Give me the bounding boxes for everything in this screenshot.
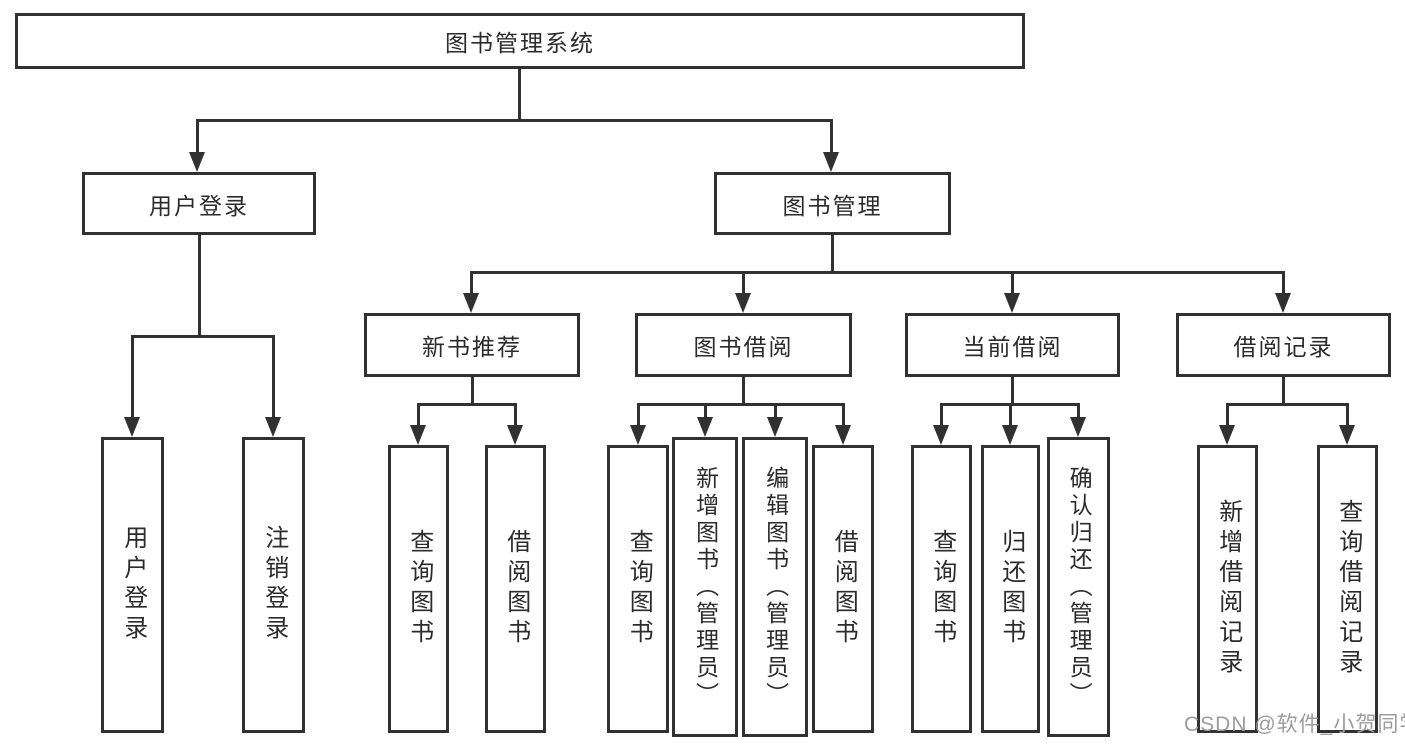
- node-confirm-return-admin: 确认归还（管理员）: [1047, 437, 1110, 737]
- connector-line: [742, 271, 745, 295]
- connector-line: [417, 403, 420, 427]
- node-label: 新增图书（管理员）: [692, 465, 719, 709]
- arrow-down-icon: [1339, 425, 1355, 445]
- node-label: 图书借阅: [693, 334, 794, 360]
- arrow-down-icon: [1219, 425, 1235, 445]
- node-edit-book-admin: 编辑图书（管理员）: [742, 437, 808, 737]
- node-book-borrowing: 图书借阅: [635, 313, 852, 377]
- arrow-down-icon: [823, 152, 839, 172]
- arrow-down-icon: [630, 425, 646, 445]
- connector-line: [1226, 403, 1349, 406]
- arrow-down-icon: [767, 417, 783, 437]
- arrow-down-icon: [1004, 293, 1020, 313]
- node-label: 借阅记录: [1233, 334, 1334, 360]
- connector-line: [1077, 403, 1080, 419]
- node-library-management-system: 图书管理系统: [15, 13, 1025, 69]
- connector-line: [637, 403, 640, 427]
- node-label: 归还图书: [997, 529, 1025, 649]
- node-user-login: 用户登录: [82, 172, 316, 235]
- node-label: 图书管理系统: [445, 30, 595, 56]
- arrow-down-icon: [410, 425, 426, 445]
- connector-line: [470, 271, 1285, 274]
- connector-line: [471, 377, 474, 406]
- connector-line: [272, 335, 275, 419]
- connector-line: [470, 271, 473, 295]
- arrow-down-icon: [735, 293, 751, 313]
- connector-line: [1282, 377, 1285, 406]
- node-book-management: 图书管理: [714, 172, 951, 235]
- connector-line: [940, 403, 943, 427]
- connector-line: [1346, 403, 1349, 427]
- node-label: 注销登录: [260, 525, 288, 645]
- node-new-book-recommend: 新书推荐: [364, 313, 580, 377]
- node-logout-leaf: 注销登录: [242, 437, 305, 733]
- connector-line: [1011, 271, 1014, 295]
- connector-line: [842, 403, 845, 427]
- connector-line: [196, 119, 833, 122]
- node-label: 查询借阅记录: [1334, 499, 1362, 679]
- node-borrow-books: 借阅图书: [485, 445, 546, 733]
- connector-line: [417, 403, 517, 406]
- node-borrow-books: 借阅图书: [812, 445, 874, 733]
- node-label: 图书管理: [782, 192, 883, 219]
- connector-line: [704, 403, 707, 419]
- arrow-down-icon: [463, 293, 479, 313]
- node-label: 用户登录: [119, 525, 147, 645]
- node-label: 用户登录: [149, 192, 249, 219]
- arrow-down-icon: [1070, 417, 1086, 437]
- csdn-watermark: CSDN @软件_小贺同学: [1184, 713, 1405, 736]
- node-label: 确认归还（管理员）: [1066, 465, 1093, 709]
- connector-line: [131, 335, 134, 419]
- connector-line: [637, 403, 845, 406]
- connector-line: [831, 235, 834, 274]
- connector-line: [774, 403, 777, 419]
- node-add-book-admin: 新增图书（管理员）: [672, 437, 738, 737]
- node-label: 新书推荐: [422, 334, 522, 360]
- arrow-down-icon: [1275, 293, 1291, 313]
- connector-line: [131, 335, 275, 338]
- connector-line: [742, 377, 745, 406]
- node-query-borrow-record: 查询借阅记录: [1317, 445, 1378, 733]
- node-label: 查询图书: [928, 529, 956, 649]
- connector-line: [518, 69, 521, 121]
- node-label: 查询图书: [405, 529, 433, 649]
- arrow-down-icon: [933, 425, 949, 445]
- node-borrow-records: 借阅记录: [1176, 313, 1391, 377]
- connector-line: [1011, 377, 1014, 406]
- node-add-borrow-record: 新增借阅记录: [1197, 445, 1258, 733]
- node-label: 借阅图书: [502, 529, 530, 649]
- connector-line: [830, 119, 833, 155]
- connector-line: [196, 119, 199, 155]
- connector-line: [514, 403, 517, 427]
- connector-line: [1009, 403, 1012, 427]
- node-label: 当前借阅: [962, 334, 1063, 360]
- arrow-down-icon: [1002, 425, 1018, 445]
- node-current-borrowing: 当前借阅: [905, 313, 1120, 377]
- node-label: 查询图书: [625, 529, 653, 649]
- node-return-book: 归还图书: [981, 445, 1040, 733]
- arrow-down-icon: [835, 425, 851, 445]
- node-label: 新增借阅记录: [1214, 499, 1242, 679]
- connector-line: [198, 235, 201, 338]
- node-query-books: 查询图书: [607, 445, 669, 733]
- node-label: 借阅图书: [830, 529, 858, 649]
- arrow-down-icon: [265, 417, 281, 437]
- arrow-down-icon: [124, 417, 140, 437]
- node-user-login-leaf: 用户登录: [101, 437, 164, 733]
- arrow-down-icon: [697, 417, 713, 437]
- node-label: 编辑图书（管理员）: [762, 465, 789, 709]
- arrow-down-icon: [507, 425, 523, 445]
- connector-line: [1282, 271, 1285, 295]
- arrow-down-icon: [189, 152, 205, 172]
- node-query-books: 查询图书: [388, 445, 449, 733]
- connector-line: [1226, 403, 1229, 427]
- node-query-books: 查询图书: [911, 445, 972, 733]
